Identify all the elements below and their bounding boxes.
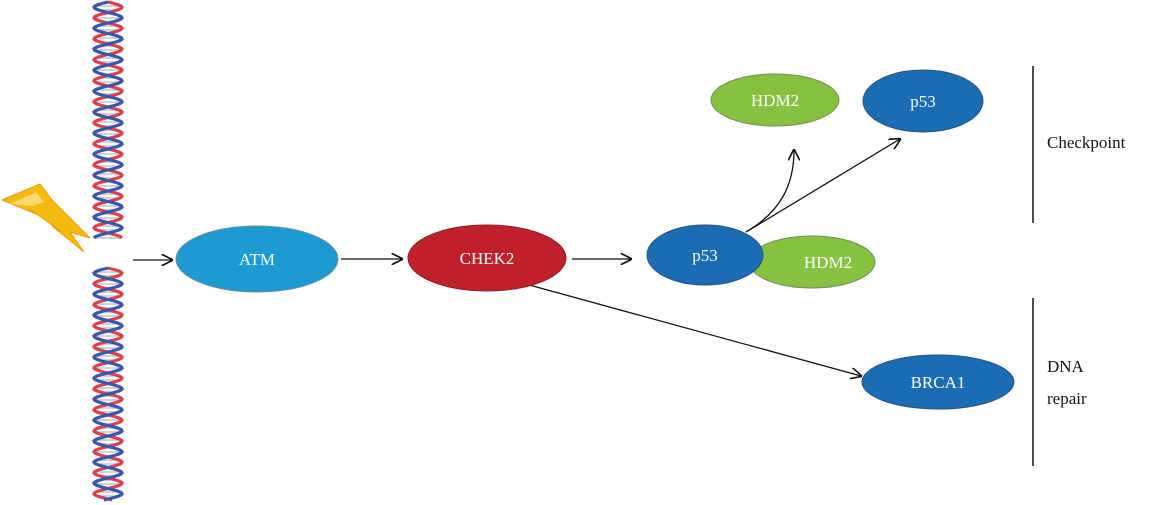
- dna-helix-lower-icon: [92, 266, 124, 502]
- edge-complex-to-hdm2: [745, 150, 794, 233]
- node-chek2: CHEK2: [407, 224, 567, 292]
- dna-repair-label-line2: repair: [1047, 389, 1087, 408]
- node-atm: ATM: [175, 225, 339, 293]
- node-label-hdm2-complex: HDM2: [804, 253, 852, 272]
- edge-chek2-to-brca1: [521, 282, 861, 376]
- dna-helix-icon: [92, 0, 124, 240]
- checkpoint-label: Checkpoint: [1047, 133, 1126, 152]
- node-hdm2-free: HDM2: [710, 73, 840, 127]
- lightning-bolt-icon: [0, 183, 91, 253]
- node-hdm2-complex: HDM2: [748, 235, 876, 289]
- node-label-brca1: BRCA1: [911, 373, 966, 392]
- dna-strand: [92, 0, 124, 240]
- node-p53-free: p53: [862, 69, 984, 133]
- node-label-p53-free: p53: [910, 92, 936, 111]
- dna-strand: [92, 0, 124, 240]
- dna-strand: [92, 266, 124, 502]
- node-label-hdm2-free: HDM2: [751, 91, 799, 110]
- edges: [133, 139, 900, 376]
- edge-complex-to-p53: [745, 139, 900, 233]
- node-brca1: BRCA1: [861, 354, 1015, 410]
- dna-repair-label-line1: DNA: [1047, 357, 1085, 376]
- node-label-chek2: CHEK2: [460, 249, 515, 268]
- node-label-p53-complex: p53: [692, 246, 718, 265]
- node-label-atm: ATM: [239, 250, 275, 269]
- node-p53-complex: p53: [646, 224, 764, 286]
